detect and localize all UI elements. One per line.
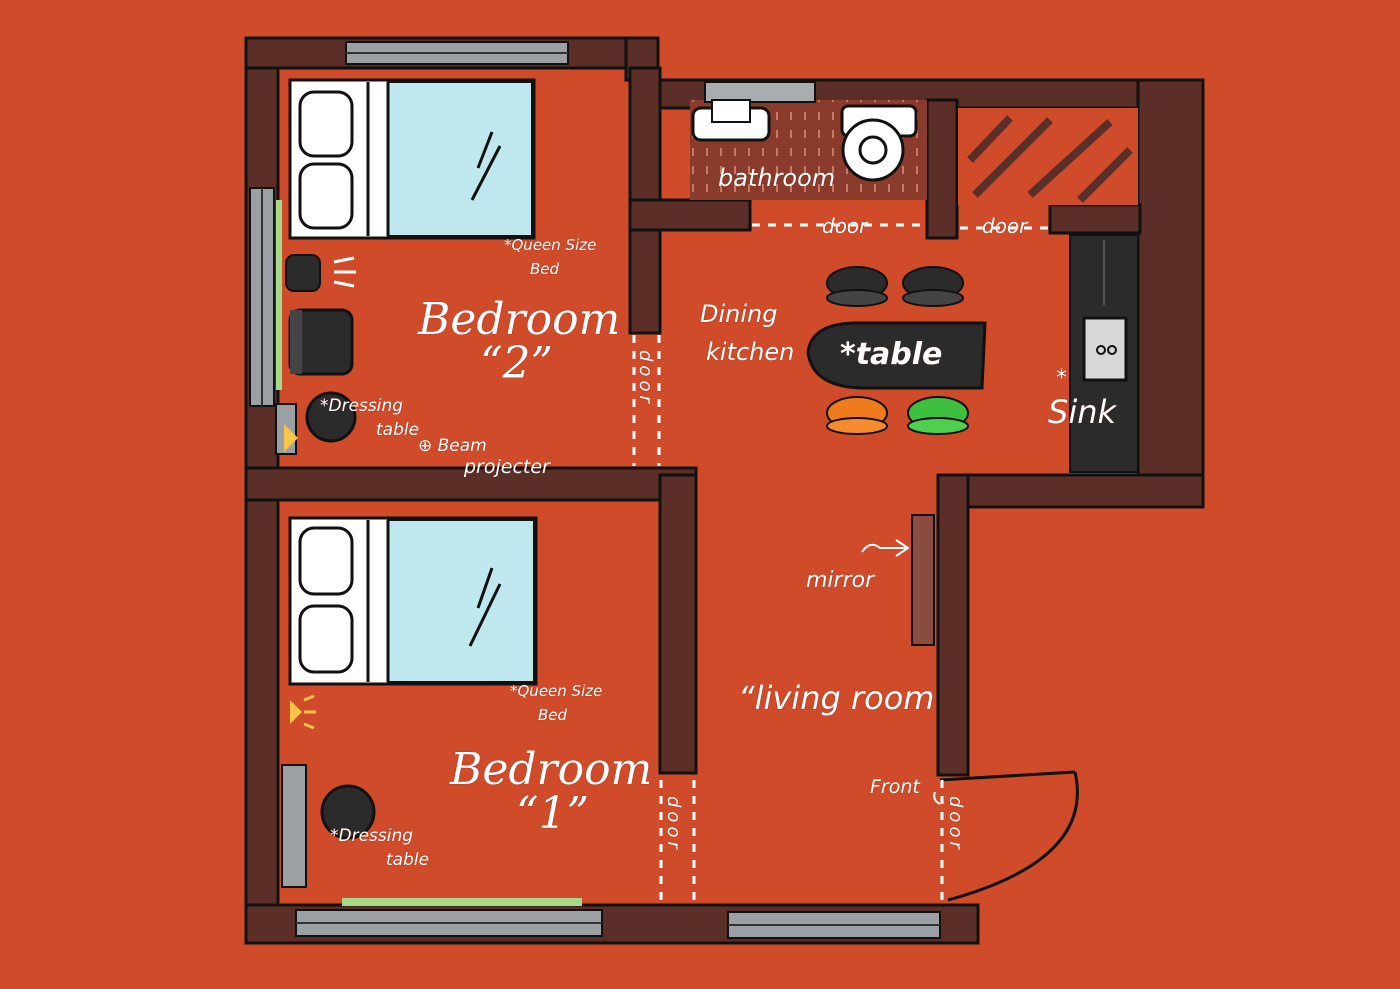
bath-door-lines [752, 223, 1050, 230]
bed-1 [288, 516, 538, 686]
bedroom2-label: Bedroom [418, 294, 621, 345]
bed1-label-line1: *Queen Size [510, 682, 603, 700]
window-curtain-bottom [342, 898, 582, 906]
bedroom1-door-label: door [663, 796, 684, 853]
front-label: Front [870, 776, 920, 798]
bed2-label-line2: Bed [530, 260, 560, 278]
bed1-label-line2: Bed [538, 706, 568, 724]
sink-star: * [1056, 366, 1067, 391]
bedroom1-furniture [281, 694, 376, 888]
mirror-label: mirror [806, 568, 875, 593]
bedroom2-furniture [275, 254, 357, 455]
storage-door-label: door [982, 214, 1028, 238]
dining-table [806, 321, 987, 390]
table-label: *table [840, 337, 943, 372]
bedroom1-label: Bedroom [450, 744, 653, 795]
bedroom1-number: “1” [516, 788, 589, 839]
stool-2 [305, 391, 357, 443]
toilet [840, 104, 918, 182]
projector-line2: projecter [464, 456, 550, 478]
front-door-label: door [945, 796, 966, 853]
dressing2-line1: *Dressing [320, 396, 404, 416]
window-curtain-left [276, 200, 282, 390]
middle-wall [244, 466, 698, 502]
bathroom-door-label: door [822, 214, 868, 238]
storage-hatch [967, 115, 1133, 203]
sink-label: Sink [1048, 393, 1117, 431]
bed2-label-line1: *Queen Size [504, 236, 597, 254]
bathroom-label: bathroom [718, 164, 836, 192]
kitchen-counter [1069, 234, 1139, 473]
dining-set [806, 266, 987, 435]
projector-line1: ⊕ Beam [418, 436, 487, 456]
bed-2 [288, 78, 536, 240]
bedroom1-right-wall [658, 473, 698, 775]
dressing1-line1: *Dressing [330, 826, 414, 846]
kitchen-label: kitchen [706, 338, 795, 366]
right-wall-kitchen [1136, 78, 1205, 477]
stool-1 [320, 784, 376, 840]
mirror [911, 514, 935, 646]
front-door-swing [939, 770, 1079, 902]
bedroom2-number: “2” [480, 338, 553, 389]
bedroom2-door-label: door [635, 350, 656, 407]
lamp [285, 254, 321, 292]
living-room-label: “living room [738, 679, 935, 717]
bathtub-sink [691, 81, 816, 142]
dressing1-line2: table [386, 850, 430, 870]
windows [249, 41, 941, 939]
dining-label: Dining [700, 300, 778, 328]
living-right-wall [936, 473, 970, 777]
dressing2-line2: table [376, 420, 420, 440]
